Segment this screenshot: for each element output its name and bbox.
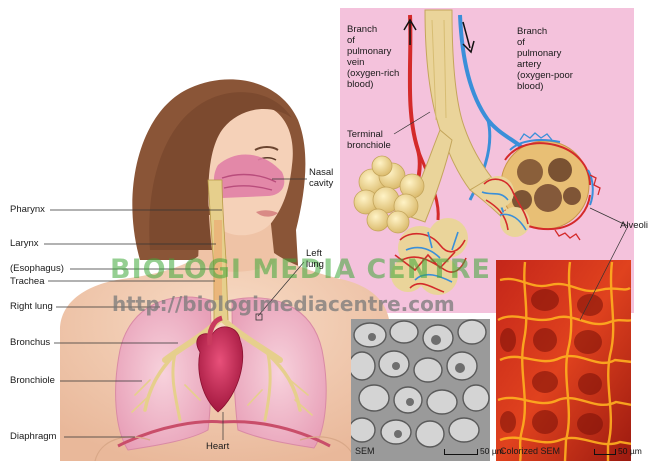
scale-bar-colorized-line <box>594 449 616 455</box>
sem-micrograph <box>349 319 490 461</box>
label-pulmonary-artery: Branch of pulmonary artery (oxygen-poor … <box>517 26 573 92</box>
label-pharynx: Pharynx <box>10 204 45 215</box>
scale-bar-colorized: 50 µm <box>594 446 642 456</box>
caption-sem: SEM <box>355 446 375 457</box>
scale-bar-sem: 50 µm <box>444 446 504 456</box>
label-larynx: Larynx <box>10 238 39 249</box>
scale-bar-sem-line <box>444 449 478 455</box>
label-diaphragm: Diaphragm <box>10 431 56 442</box>
label-left-lung: Left lung <box>306 248 324 270</box>
colorized-sem-micrograph <box>496 260 632 461</box>
caption-colorized-sem: Colorized SEM <box>500 446 560 457</box>
label-heart: Heart <box>206 441 229 452</box>
label-bronchiole: Bronchiole <box>10 375 55 386</box>
scale-bar-colorized-text: 50 µm <box>618 446 642 456</box>
label-bronchus: Bronchus <box>10 337 50 348</box>
label-esophagus: (Esophagus) <box>10 263 64 274</box>
label-terminal-bronchiole: Terminal bronchiole <box>347 129 391 151</box>
label-right-lung: Right lung <box>10 301 53 312</box>
label-pulmonary-vein: Branch of pulmonary vein (oxygen-rich bl… <box>347 24 399 90</box>
label-nasal-cavity: Nasal cavity <box>309 167 333 189</box>
label-trachea: Trachea <box>10 276 45 287</box>
label-alveoli: Alveoli <box>620 220 648 231</box>
